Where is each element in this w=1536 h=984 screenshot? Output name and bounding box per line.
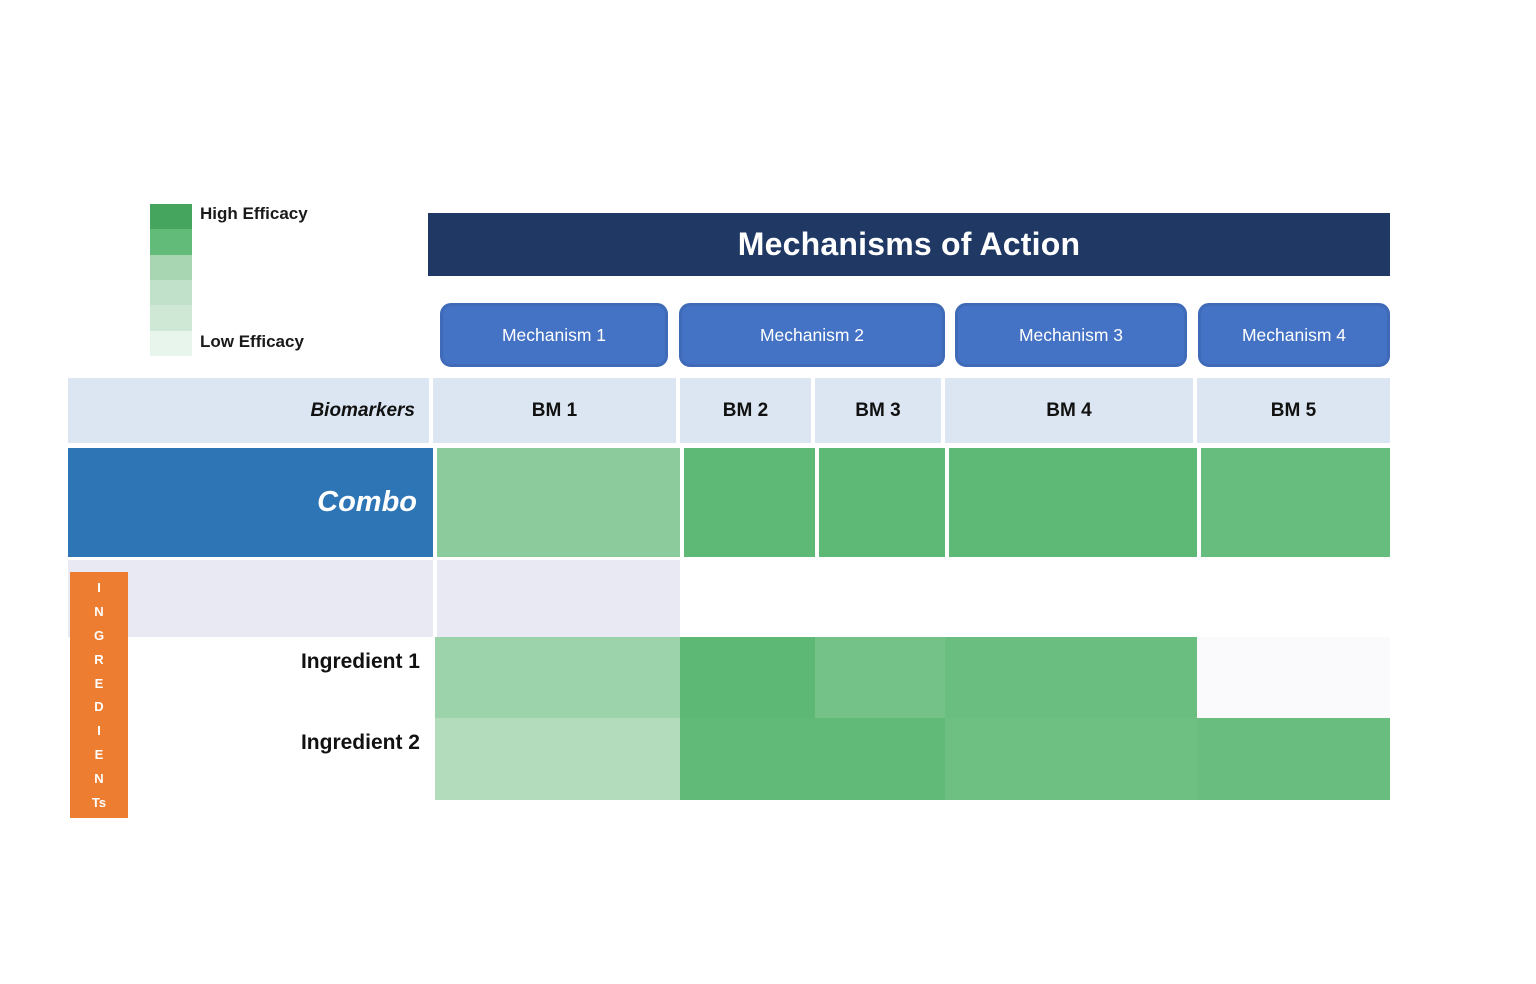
column-header-bm1: BM 1 bbox=[433, 378, 680, 443]
ingredients-letter: I bbox=[97, 580, 101, 595]
page-title: Mechanisms of Action bbox=[737, 226, 1081, 262]
ingredients-letter: Ts bbox=[91, 794, 107, 810]
ingredients-axis-bar: I N G R E D I E N Ts bbox=[70, 572, 128, 818]
biomarkers-row-label: Biomarkers bbox=[68, 378, 433, 443]
biomarkers-header-row: Biomarkers BM 1 BM 2 BM 3 BM 4 BM 5 bbox=[68, 378, 1390, 443]
ingredient-2-label: Ingredient 2 bbox=[68, 718, 433, 800]
ingredients-letter: R bbox=[94, 651, 104, 667]
cell-ingredient2-bm2 bbox=[680, 718, 815, 800]
ingredient-1-label: Ingredient 1 bbox=[68, 637, 433, 718]
ingredients-letter: N bbox=[94, 771, 104, 786]
gradient-step bbox=[150, 254, 192, 280]
spacer-cell bbox=[68, 560, 433, 637]
cell-ingredient2-bm4 bbox=[945, 718, 1197, 800]
column-header-bm4: BM 4 bbox=[945, 378, 1197, 443]
cell-combo-bm5 bbox=[1197, 448, 1390, 557]
cell-ingredient1-bm5 bbox=[1197, 637, 1390, 718]
cell-combo-bm3 bbox=[815, 448, 945, 557]
mechanism-1-chip: Mechanism 1 bbox=[440, 303, 668, 367]
ingredient-2-row: Ingredient 2 bbox=[68, 718, 1390, 800]
spacer-cell bbox=[433, 560, 680, 637]
combo-label: Combo bbox=[317, 486, 417, 518]
cell-combo-bm1 bbox=[433, 448, 680, 557]
mechanism-2-chip: Mechanism 2 bbox=[679, 303, 945, 367]
gradient-step bbox=[150, 279, 192, 306]
cell-ingredient1-bm1 bbox=[433, 637, 680, 718]
cell-ingredient1-bm3 bbox=[815, 637, 945, 718]
cell-ingredient2-bm1 bbox=[433, 718, 680, 800]
cell-combo-bm2 bbox=[680, 448, 815, 557]
legend-high-efficacy-label: High Efficacy bbox=[200, 204, 308, 223]
ingredients-letter: G bbox=[93, 627, 105, 643]
spacer-row bbox=[68, 560, 680, 637]
title-banner: Mechanisms of Action bbox=[428, 213, 1390, 276]
mechanism-3-chip: Mechanism 3 bbox=[955, 303, 1187, 367]
ingredients-letter: N bbox=[94, 603, 104, 619]
efficacy-gradient-swatch bbox=[150, 204, 192, 356]
ingredients-letter: E bbox=[94, 747, 104, 763]
gradient-step bbox=[150, 330, 192, 356]
mechanism-4-chip: Mechanism 4 bbox=[1198, 303, 1390, 367]
cell-ingredient2-bm5 bbox=[1197, 718, 1390, 800]
ingredient-1-row: Ingredient 1 bbox=[68, 637, 1390, 718]
column-header-bm2: BM 2 bbox=[680, 378, 815, 443]
column-header-bm3: BM 3 bbox=[815, 378, 945, 443]
cell-ingredient1-bm4 bbox=[945, 637, 1197, 718]
cell-ingredient2-bm3 bbox=[815, 718, 945, 800]
cell-ingredient1-bm2 bbox=[680, 637, 815, 718]
gradient-step bbox=[150, 305, 192, 331]
gradient-step bbox=[150, 204, 192, 230]
combo-row-header: Combo bbox=[68, 448, 433, 557]
legend-low-efficacy-label: Low Efficacy bbox=[200, 332, 304, 351]
gradient-step bbox=[150, 229, 192, 255]
combo-row: Combo bbox=[68, 448, 1390, 557]
column-header-bm5: BM 5 bbox=[1197, 378, 1390, 443]
ingredients-letter: I bbox=[97, 723, 101, 739]
ingredients-letter: E bbox=[94, 675, 104, 691]
ingredients-letter: D bbox=[94, 699, 104, 715]
cell-combo-bm4 bbox=[945, 448, 1197, 557]
